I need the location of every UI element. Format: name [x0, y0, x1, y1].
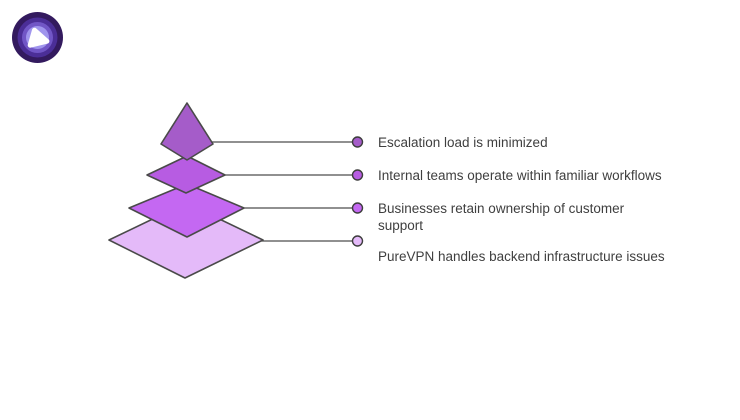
connector-dot-1 [351, 136, 364, 148]
pyramid-layer-1 [160, 102, 214, 161]
pyramid-layer-2 [146, 155, 226, 194]
pyramid-layer-4 [108, 202, 264, 279]
logo-mark-icon [27, 27, 50, 48]
layer-label-4: PureVPN handles backend infrastructure i… [378, 249, 665, 264]
pyramid-layer-3 [128, 183, 245, 238]
connector-dot-4 [351, 235, 364, 247]
layer-label-1: Escalation load is minimized [378, 135, 548, 150]
purevpn-logo [12, 12, 63, 63]
layer-label-3: Businesses retain ownership of customer … [378, 201, 625, 233]
connector-dot-2 [351, 169, 364, 181]
connector-dot-3 [351, 202, 364, 214]
layer-label-2: Internal teams operate within familiar w… [378, 168, 662, 183]
